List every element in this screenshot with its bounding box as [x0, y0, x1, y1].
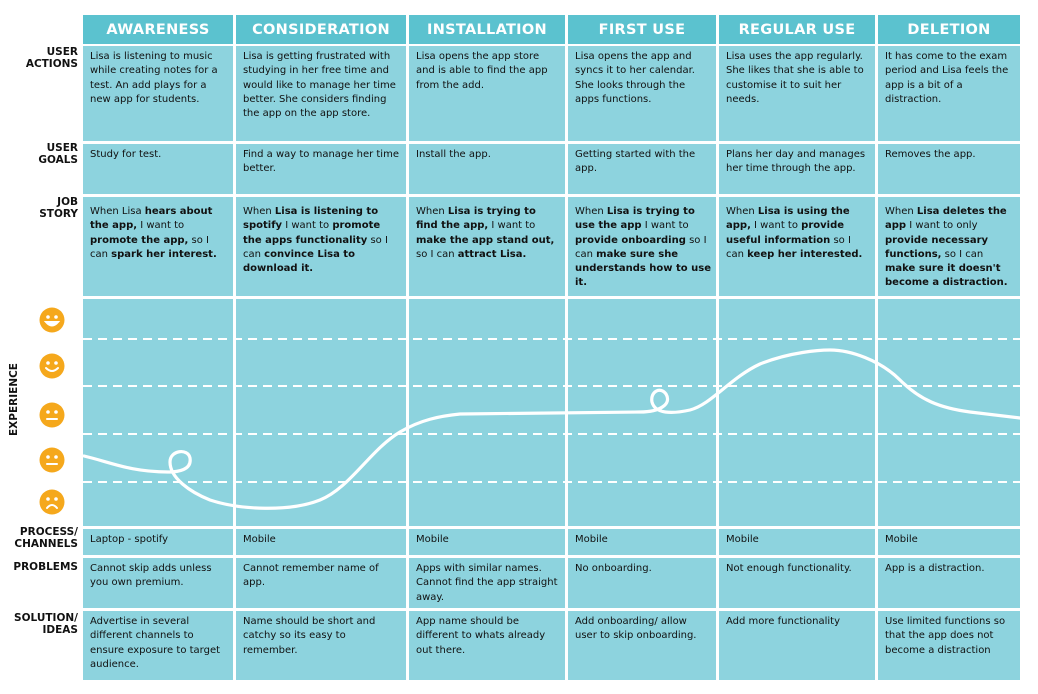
solution-ideas-cell: Add more functionality — [719, 611, 875, 680]
job-story-emphasis: Lisa is using the app, — [726, 206, 850, 232]
job-story-emphasis: attract Lisa. — [457, 248, 527, 260]
process-channels-cell: Mobile — [236, 529, 406, 555]
solution-ideas-cell: Add onboarding/ allow user to skip onboa… — [568, 611, 716, 680]
stage-header-deletion: DELETION — [878, 15, 1020, 44]
job-story-cell: When Lisa is listening to spotify I want… — [236, 197, 406, 296]
row-label-problems: PROBLEMS — [13, 561, 78, 573]
process-channels-cell: Laptop - spotify — [83, 529, 233, 555]
row-label-user-actions: USER ACTIONS — [25, 46, 78, 70]
job-story-emphasis: provide necessary functions, — [885, 234, 989, 260]
job-story-text: When — [416, 206, 448, 217]
user-goals-cell: Plans her day and manages her time throu… — [719, 144, 875, 194]
job-story-text: When Lisa — [90, 206, 145, 217]
solution-ideas-cell: App name should be different to whats al… — [409, 611, 565, 680]
user-actions-cell: Lisa opens the app store and is able to … — [409, 46, 565, 141]
row-label-solution-ideas: SOLUTION/ IDEAS — [14, 612, 78, 636]
job-story-text: so I can — [726, 234, 851, 260]
job-story-text: so I can — [90, 234, 209, 260]
job-story-emphasis: make the app stand out, — [416, 234, 555, 246]
stage-header-first-use: FIRST USE — [568, 15, 716, 44]
job-story-text: I want to only — [906, 220, 978, 232]
job-story-cell: When Lisa is trying to use the app I wan… — [568, 197, 716, 296]
experience-cell — [83, 299, 233, 526]
problems-cell: Not enough functionality. — [719, 558, 875, 608]
job-story-text: When — [885, 206, 917, 217]
stage-header-consideration: CONSIDERATION — [236, 15, 406, 44]
user-goals-cell: Getting started with the app. — [568, 144, 716, 194]
job-story-text: When — [243, 206, 275, 217]
user-actions-cell: Lisa opens the app and syncs it to her c… — [568, 46, 716, 141]
job-story-text: so I can — [575, 234, 707, 260]
stage-header-awareness: AWARENESS — [83, 15, 233, 44]
solution-ideas-cell: Name should be short and catchy so its e… — [236, 611, 406, 680]
problems-cell: Cannot remember name of app. — [236, 558, 406, 608]
job-story-text: I want to — [137, 220, 185, 232]
job-story-emphasis: provide onboarding — [575, 234, 686, 246]
job-story-text: I want to — [641, 220, 689, 232]
user-actions-cell: Lisa is listening to music while creatin… — [83, 46, 233, 141]
job-story-emphasis: promote the apps functionality — [243, 220, 381, 246]
process-channels-cell: Mobile — [719, 529, 875, 555]
job-story-cell: When Lisa is trying to find the app, I w… — [409, 197, 565, 296]
job-story-emphasis: hears about the app, — [90, 206, 213, 232]
job-story-text: I want to — [488, 220, 536, 232]
experience-cell — [878, 299, 1020, 526]
user-actions-cell: It has come to the exam period and Lisa … — [878, 46, 1020, 141]
job-story-text: I want to — [282, 220, 333, 232]
job-story-cell: When Lisa deletes the app I want to only… — [878, 197, 1020, 296]
job-story-cell: When Lisa hears about the app, I want to… — [83, 197, 233, 296]
job-story-emphasis: Lisa deletes the app — [885, 206, 1007, 232]
row-label-job-story: JOB STORY — [39, 196, 78, 220]
neutral-face-icon — [39, 402, 65, 428]
process-channels-cell: Mobile — [878, 529, 1020, 555]
job-story-emphasis: convince Lisa to download it. — [243, 248, 355, 275]
row-label-process-channels: PROCESS/ CHANNELS — [14, 526, 78, 550]
job-story-text: When — [575, 206, 607, 217]
job-story-text: so I can — [941, 248, 984, 260]
problems-cell: Apps with similar names. Cannot find the… — [409, 558, 565, 608]
job-story-emphasis: Lisa is trying to find the app, — [416, 206, 536, 232]
job-story-emphasis: spark her interest. — [111, 248, 217, 260]
job-story-emphasis: make sure it doesn't become a distractio… — [885, 263, 1008, 289]
job-story-emphasis: Lisa is listening to spotify — [243, 206, 379, 232]
experience-cell — [719, 299, 875, 526]
stage-header-regular-use: REGULAR USE — [719, 15, 875, 44]
user-goals-cell: Study for test. — [83, 144, 233, 194]
job-story-text: When — [726, 206, 758, 217]
experience-curve — [82, 348, 1022, 510]
job-story-emphasis: provide useful information — [726, 220, 845, 246]
job-story-cell: When Lisa is using the app, I want to pr… — [719, 197, 875, 296]
solution-ideas-cell: Use limited functions so that the app do… — [878, 611, 1020, 680]
user-goals-cell: Install the app. — [409, 144, 565, 194]
problems-cell: No onboarding. — [568, 558, 716, 608]
experience-cell — [236, 299, 406, 526]
process-channels-cell: Mobile — [409, 529, 565, 555]
job-story-emphasis: Lisa is trying to use the app — [575, 206, 695, 232]
job-story-text: so I can — [243, 234, 388, 260]
unhappy-face-icon — [39, 447, 65, 473]
user-goals-cell: Find a way to manage her time better. — [236, 144, 406, 194]
user-goals-cell: Removes the app. — [878, 144, 1020, 194]
happy-face-icon — [39, 353, 65, 379]
process-channels-cell: Mobile — [568, 529, 716, 555]
problems-cell: App is a distraction. — [878, 558, 1020, 608]
job-story-text: I want to — [750, 220, 802, 232]
solution-ideas-cell: Advertise in several different channels … — [83, 611, 233, 680]
user-actions-cell: Lisa is getting frustrated with studying… — [236, 46, 406, 141]
sad-face-icon — [39, 489, 65, 515]
job-story-emphasis: make sure she understands how to use it. — [575, 248, 711, 289]
job-story-text: so I can — [416, 248, 458, 260]
row-label-user-goals: USER GOALS — [38, 142, 78, 166]
job-story-emphasis: keep her interested. — [747, 248, 863, 260]
problems-cell: Cannot skip adds unless you own premium. — [83, 558, 233, 608]
job-story-emphasis: promote the app, — [90, 234, 189, 246]
very-happy-face-icon — [39, 307, 65, 333]
stage-header-installation: INSTALLATION — [409, 15, 565, 44]
user-actions-cell: Lisa uses the app regularly. She likes t… — [719, 46, 875, 141]
